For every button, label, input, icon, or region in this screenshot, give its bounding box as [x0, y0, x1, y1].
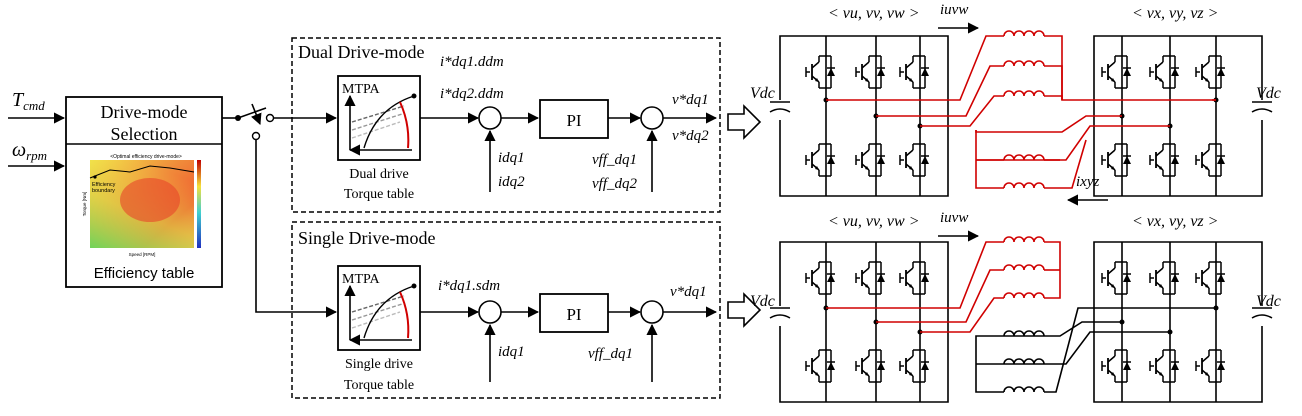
single-table-caption-line2: Torque table: [344, 378, 414, 393]
switch-blade: [237, 107, 267, 119]
single-output-voltage-1: v*dq1: [670, 284, 707, 300]
top-left-dc-label: Vdc: [750, 85, 775, 102]
single-mtpa-label: MTPA: [342, 272, 381, 287]
single-inverter-circuit: < vu, vv, vw > < vx, vy, vz > Vdc Vdc: [750, 210, 1281, 403]
torque-cmd-label: Tcmd: [12, 89, 45, 113]
selection-title-line1: Drive-mode: [101, 102, 188, 122]
dual-table-caption-line1: Dual drive: [349, 167, 408, 182]
bottom-current-label-uvw: iuvw: [940, 210, 968, 226]
single-ref-current-1: i*dq1.sdm: [438, 278, 500, 294]
single-path-arrow: [255, 140, 338, 318]
dual-feedforward-2: vff_dq2: [592, 176, 637, 192]
dual-table-caption-line2: Torque table: [344, 187, 414, 202]
switch-contact-single: [251, 131, 261, 141]
dual-feedback-1: idq1: [498, 150, 525, 166]
dual-pi-controller: [539, 99, 609, 139]
dual-drive-mode-frame: [291, 37, 721, 213]
bottom-left-dc-label: Vdc: [750, 293, 775, 310]
map-title: <Optimal efficiency drive-mode>: [110, 154, 182, 160]
single-pi-label: PI: [566, 305, 581, 324]
single-pi-controller: [539, 293, 609, 333]
dual-mtpa-curves: [344, 93, 417, 156]
dual-current-sum-junction: [478, 106, 502, 130]
map-xlabel: Speed [RPM]: [129, 252, 156, 257]
dual-to-inverter-arrow: [727, 104, 762, 140]
single-feedforward-1: vff_dq1: [588, 346, 633, 362]
single-mtpa-curves: [344, 283, 417, 346]
single-frame-title: Single Drive-mode: [298, 228, 435, 248]
efficiency-map: <Optimal efficiency drive-mode> Efficien…: [82, 154, 201, 257]
selection-title-line2: Selection: [111, 124, 178, 144]
top-current-label-xyz: ixyz: [1076, 174, 1099, 190]
dual-output-voltage-1: v*dq1: [672, 92, 709, 108]
dual-mtpa-label: MTPA: [342, 82, 381, 97]
dual-ref-current-2: i*dq2.ddm: [440, 86, 504, 102]
top-right-voltage-label: < vx, vy, vz >: [1132, 5, 1218, 22]
switch-actuator-arrow: [251, 103, 262, 126]
dual-output-voltage-2: v*dq2: [672, 128, 709, 144]
single-table-caption-line1: Single drive: [345, 357, 413, 372]
dual-voltage-sum-junction: [640, 106, 664, 130]
dual-feedback-2: idq2: [498, 174, 525, 190]
top-current-label-uvw: iuvw: [940, 2, 968, 18]
single-current-sum-junction: [478, 300, 502, 324]
dual-ref-current-1: i*dq1.ddm: [440, 54, 504, 70]
single-drive-mode-frame: [291, 221, 721, 399]
map-ylabel: Torque [Nm]: [82, 192, 87, 217]
single-voltage-sum-junction: [640, 300, 664, 324]
dual-frame-title: Dual Drive-mode: [298, 42, 424, 62]
bottom-left-voltage-label: < vu, vv, vw >: [828, 213, 919, 230]
switch-contact-dual: [265, 113, 275, 123]
dual-feedforward-1: vff_dq1: [592, 152, 637, 168]
efficiency-table-caption: Efficiency table: [94, 265, 195, 282]
top-left-voltage-label: < vu, vv, vw >: [828, 5, 919, 22]
map-label-line2: boundary: [92, 188, 115, 194]
bottom-right-voltage-label: < vx, vy, vz >: [1132, 213, 1218, 230]
dual-inverter-circuit: < vu, vv, vw > < vx, vy, vz > Vdc Vdc: [750, 2, 1281, 206]
top-right-dc-label: Vdc: [1256, 85, 1281, 102]
speed-rpm-label: ωrpm: [12, 139, 47, 163]
map-label-line1: Efficiency: [92, 182, 116, 188]
dual-pi-label: PI: [566, 111, 581, 130]
single-to-inverter-arrow: [727, 292, 762, 328]
single-feedback-1: idq1: [498, 344, 525, 360]
